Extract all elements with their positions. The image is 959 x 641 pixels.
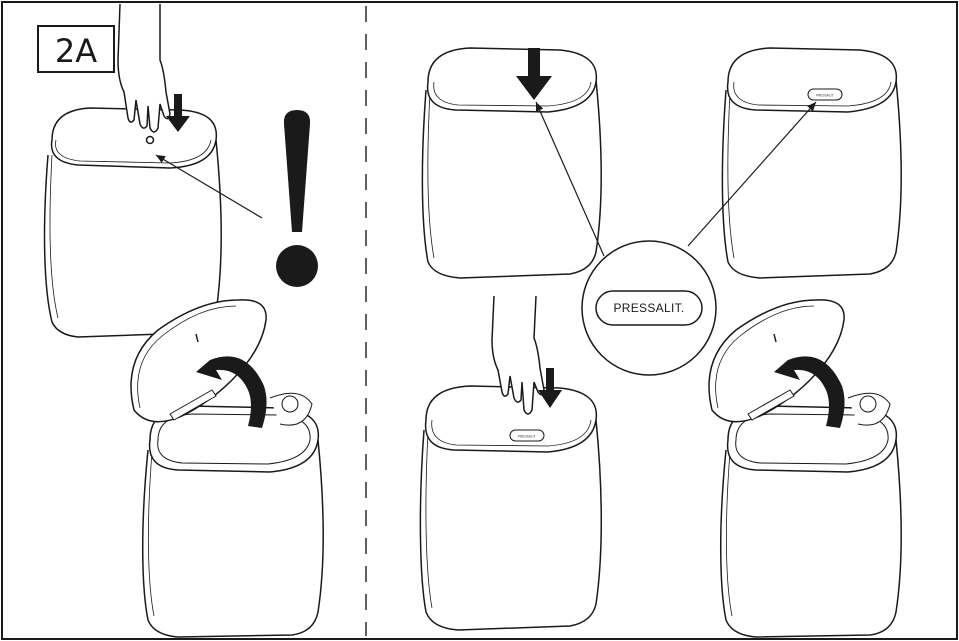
- bin-closed-top-center: [421, 47, 602, 279]
- lid-logo-small-center: PRESSALIT.: [518, 435, 536, 439]
- bin-closed-press-center: [419, 385, 602, 631]
- bin-open-right: [708, 299, 902, 638]
- callout-arrow-right: [687, 101, 817, 247]
- warning-exclamation-icon: [276, 110, 318, 287]
- press-down-arrow-center: [516, 48, 552, 100]
- bin-open-left: [130, 299, 324, 638]
- logo-callout-text: PRESSALIT.: [613, 301, 684, 315]
- open-lid-arrow-right-icon: [774, 356, 845, 428]
- magnifier-callout-icon: PRESSALIT.: [581, 240, 717, 376]
- lid-logo-small-top: PRESSALIT.: [816, 94, 834, 98]
- callout-arrow-left: [155, 154, 263, 219]
- bin-closed-top-right: [721, 47, 902, 279]
- step-badge: 2A: [37, 25, 115, 73]
- step-label: 2A: [55, 32, 97, 70]
- press-down-arrow-lower: [538, 368, 562, 408]
- hand-press-center-icon: [491, 295, 545, 415]
- bin-closed-press-left: [43, 107, 222, 338]
- callout-arrow-center: [535, 101, 605, 257]
- hand-press-icon: [117, 3, 171, 145]
- press-down-arrow-icon: [166, 94, 190, 132]
- open-lid-arrow-icon: [196, 356, 267, 428]
